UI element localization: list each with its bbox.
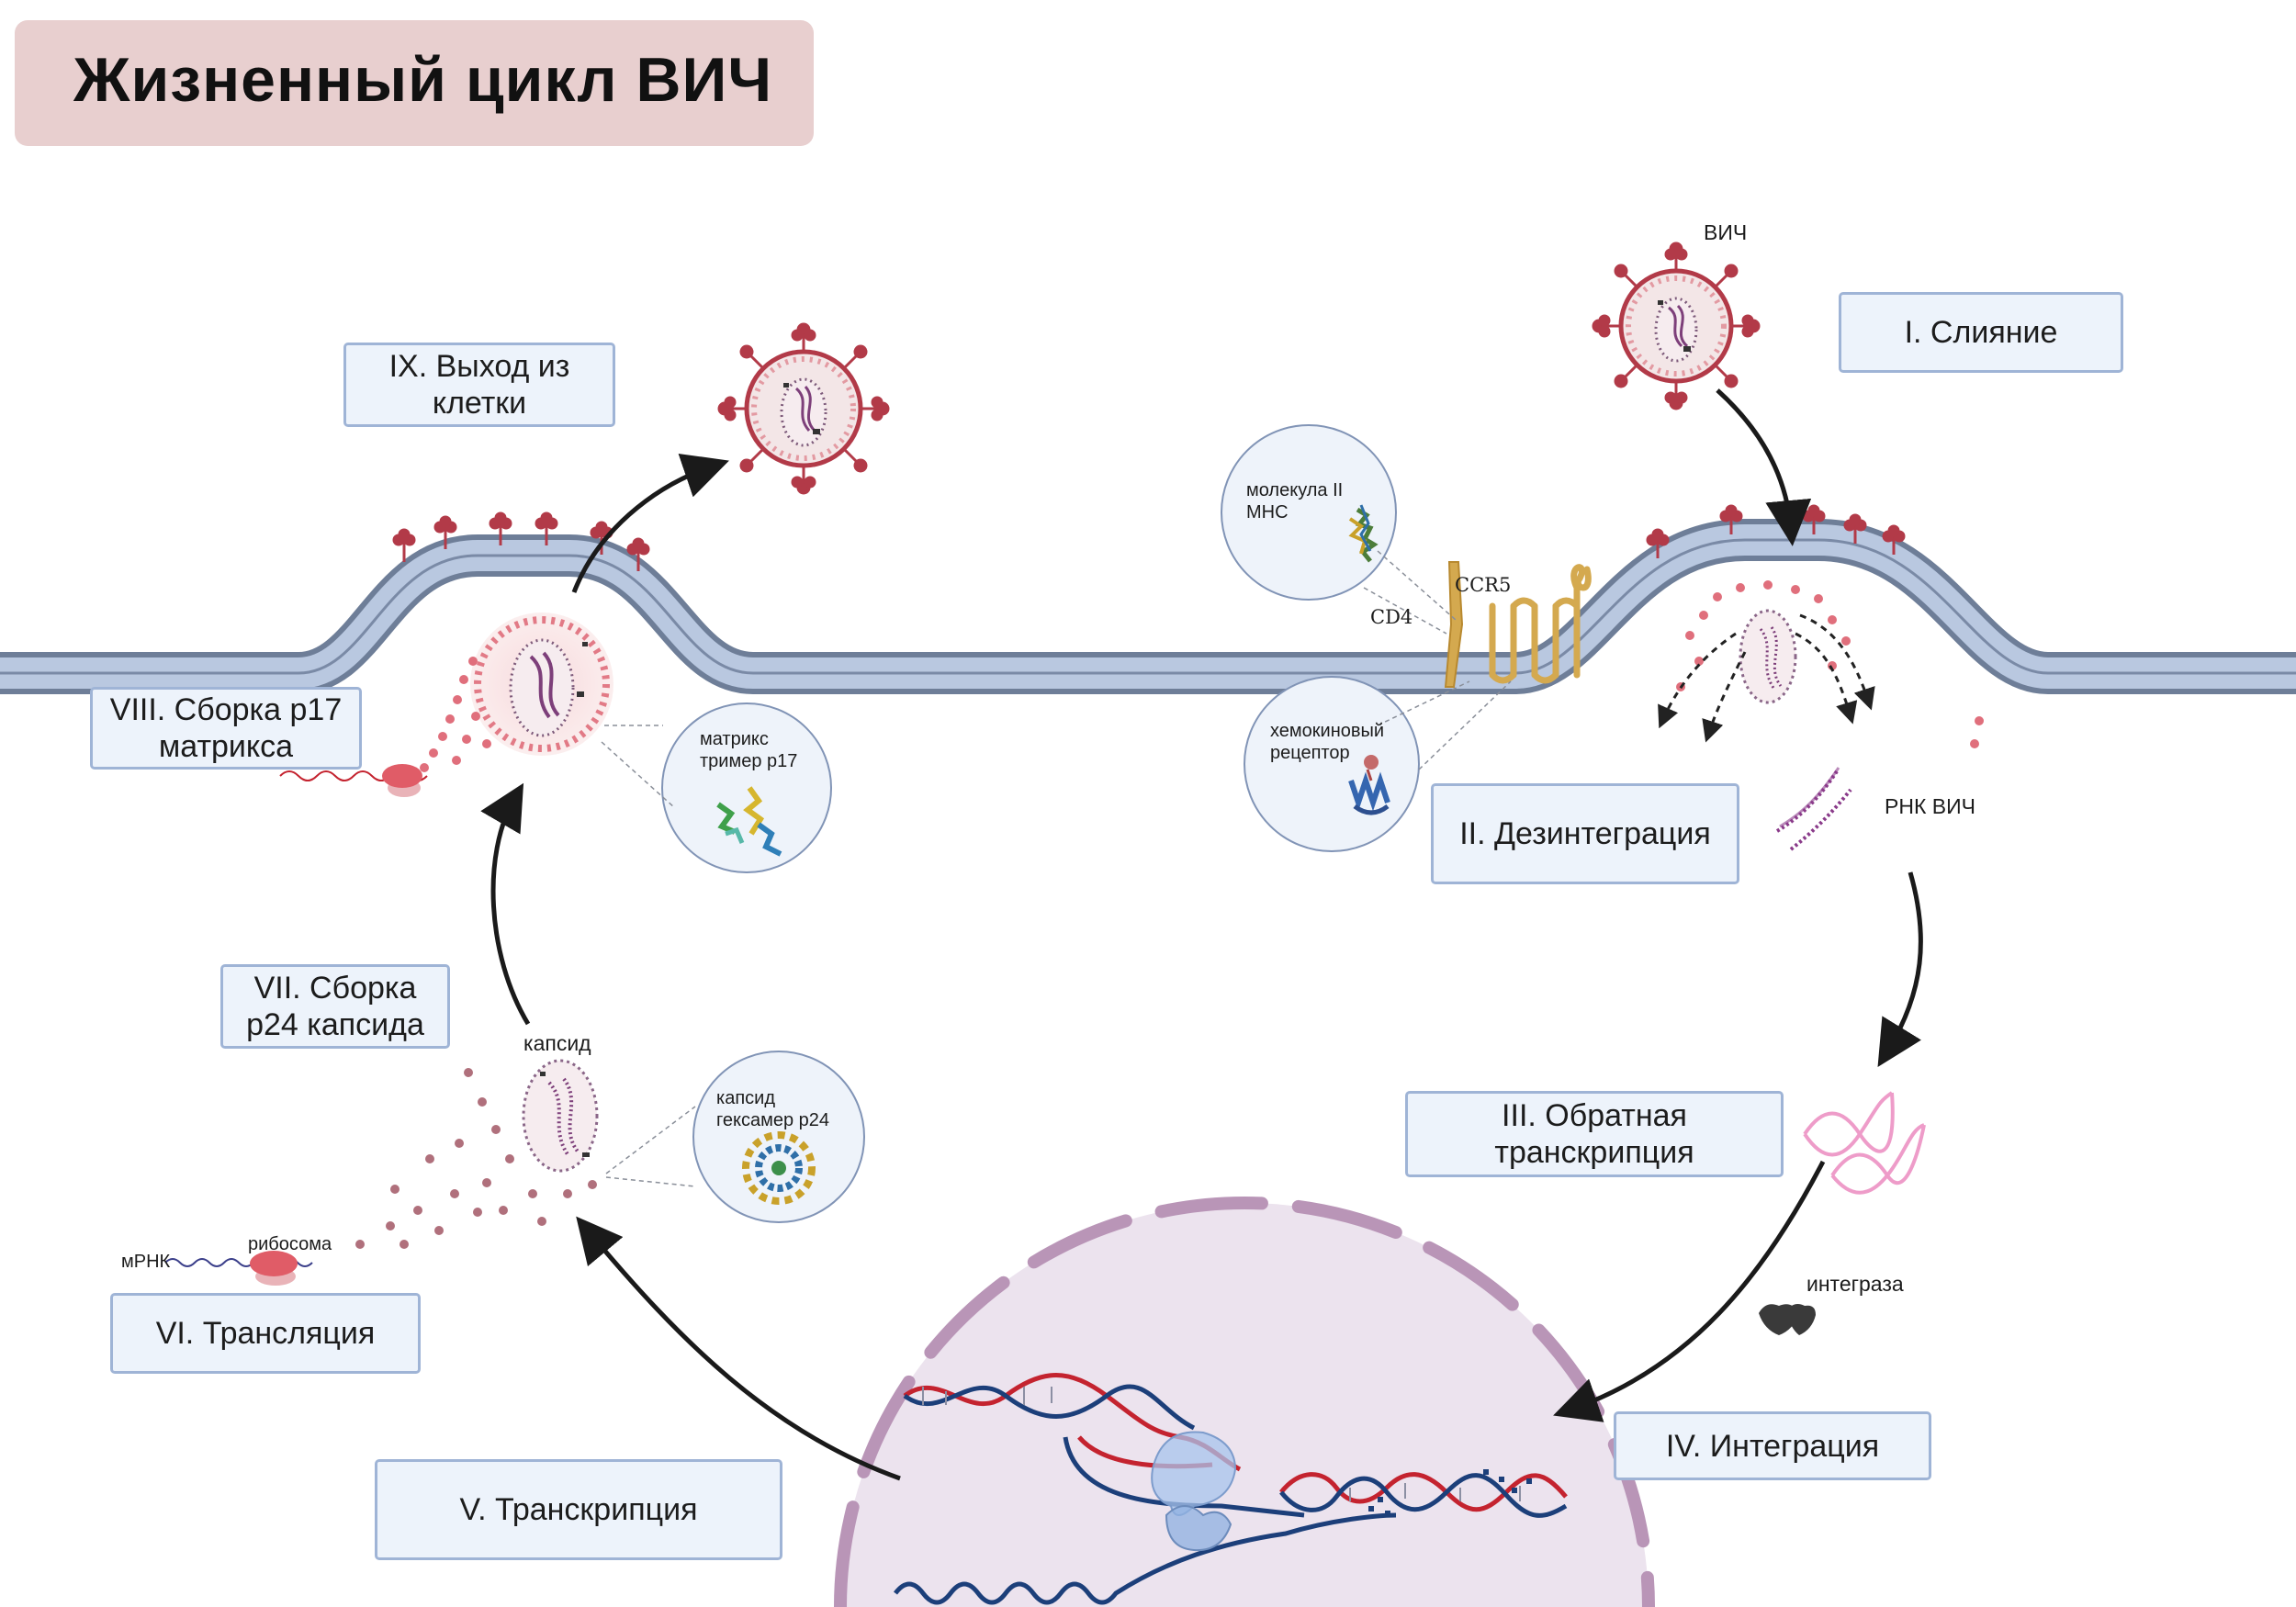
callout-connectors [601,550,1512,1187]
stage-box-5: V. Транскрипция [375,1459,782,1560]
arrow-icon [480,782,531,1026]
arrow-icon [1716,388,1812,546]
cd4-receptor-icon [1444,561,1464,688]
uncoating-capsid-icon [1739,609,1797,704]
stage-label: III. Обратная транскрипция [1494,1098,1694,1170]
arrow-icon [571,453,729,593]
matrix-label: матрикс тример p17 [700,729,798,771]
ccr5-receptor-icon [1489,564,1592,684]
mrna-label: мРНК [121,1252,171,1272]
stage-label: IX. Выход из клетки [388,349,570,421]
chemokine-label: хемокиновый рецептор [1270,721,1385,763]
dna-helix-icon [1803,1091,1926,1195]
matrix-protein-dots [420,657,491,772]
stage-box-6: VI. Трансляция [110,1293,421,1374]
stage-box-8: VIII. Сборка p17 матрикса [90,687,362,770]
stage-box-7: VII. Сборка p24 капсида [220,964,450,1049]
page-title: Жизненный цикл ВИЧ [73,45,773,115]
hiv-virion-icon [1592,242,1761,410]
arrow-icon [576,1216,901,1481]
hexamer-label: капсид гексамер p24 [716,1088,829,1130]
matrix-callout [661,702,832,873]
cell-membrane [0,519,2296,694]
hexamer-callout [692,1051,865,1223]
protein-structure-icon [716,786,782,857]
stage-box-9: IX. Выход из клетки [343,343,615,427]
arrow-icon [1553,1160,1826,1422]
stage-label: II. Дезинтеграция [1459,816,1711,851]
translation-ribosome-icon [164,1251,313,1286]
dispersal-arrows [1658,613,1875,743]
cd4-label: CD4 [1370,606,1413,628]
polymerase-icon [1151,1431,1237,1552]
envelope-proteins-left [392,511,650,571]
rna-strand-light-icon [1779,767,1840,828]
title-banner: Жизненный цикл ВИЧ [15,20,814,146]
stage-label: I. Слияние [1904,315,2058,350]
stage-label: VII. Сборка p24 капсида [246,971,424,1042]
capsid-icon [522,1059,599,1173]
stage-box-1: I. Слияние [1839,292,2123,373]
hiv-rna-label: РНК ВИЧ [1885,794,1975,818]
nucleotide-squares [1368,1469,1532,1516]
rna-strand-icon [1775,770,1852,851]
protein-structure-icon [1348,755,1390,815]
hiv-virion-exit-icon [717,322,890,495]
ribosome-label: рибосома [248,1234,332,1254]
stage-box-3: III. Обратная транскрипция [1405,1091,1784,1177]
budding-particle-icon [470,612,613,756]
mhc-callout [1221,424,1397,601]
arrow-icon [1877,871,1923,1068]
chemokine-callout [1244,676,1420,852]
stage-label: VIII. Сборка p17 матрикса [109,692,343,764]
mhc-label: молекула II МНС [1246,480,1344,523]
capsid-protein-dots [355,1068,597,1249]
nucleus [834,1197,1655,1607]
protein-structure-icon [742,1131,816,1205]
integrase-label: интеграза [1806,1272,1904,1296]
protein-structure-icon [1348,504,1379,563]
cycle-arrows [480,388,1923,1481]
ccr5-label: CCR5 [1455,574,1512,596]
stage-label: VI. Трансляция [155,1316,376,1351]
stage-label: V. Транскрипция [459,1492,698,1527]
host-dna-rungs [922,1387,1521,1501]
ribosome-icon [279,764,428,797]
integrase-icon [1759,1304,1816,1335]
hiv-label: ВИЧ [1704,220,1748,244]
capsid-label: капсид [523,1031,591,1055]
stage-box-2: II. Дезинтеграция [1431,783,1739,884]
stage-label: IV. Интеграция [1665,1428,1880,1464]
stage-box-4: IV. Интеграция [1614,1411,1931,1480]
